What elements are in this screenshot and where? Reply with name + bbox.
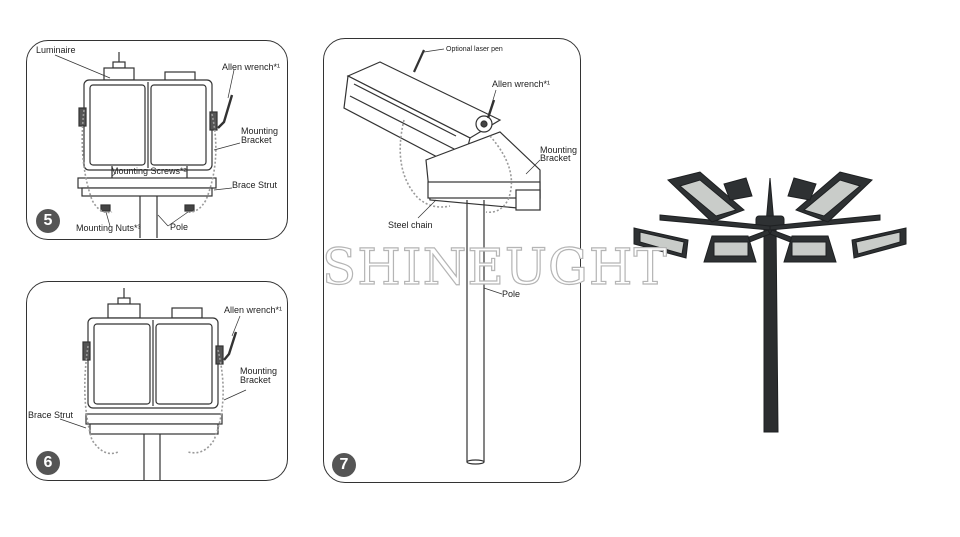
label-brace-strut: Brace Strut — [232, 180, 278, 190]
panel-7-leaders — [417, 48, 541, 295]
label-allen-wrench: Allen wrench*¹ — [224, 305, 283, 315]
label-pole: Pole — [170, 222, 189, 232]
label-mounting-bracket-line2: Bracket — [241, 135, 272, 145]
panel-5-chains — [81, 109, 217, 214]
panel-7-fixture — [343, 49, 541, 465]
panel-6-chains — [84, 345, 224, 455]
label-steel-chain: Steel chain — [388, 220, 433, 230]
label-pole: Pole — [502, 289, 521, 299]
label-mounting-bracket-line2: Bracket — [240, 375, 271, 385]
panel-5-fixture — [77, 52, 234, 238]
label-allen-wrench: Allen wrench*¹ — [492, 79, 551, 89]
pole-with-fixtures — [633, 171, 907, 433]
panel-6-leaders — [59, 315, 247, 429]
label-mounting-bracket-line1: Mounting — [240, 366, 278, 376]
label-luminaire: Luminaire — [36, 45, 76, 55]
label-brace-strut: Brace Strut — [28, 410, 74, 420]
step-number-7: 7 — [332, 453, 356, 477]
step-number-6: 6 — [36, 451, 60, 475]
label-optional-laser-pen: Optional laser pen — [446, 46, 503, 53]
label-mounting-bracket-line2: Bracket — [540, 153, 571, 163]
panel-7-chains — [399, 119, 513, 214]
label-allen-wrench: Allen wrench*¹ — [222, 62, 281, 72]
panel-6-fixture — [82, 288, 238, 481]
watermark-text: SHINEUGHT — [321, 237, 668, 296]
label-mounting-bracket-line1: Mounting — [241, 126, 279, 136]
step-number-5: 5 — [36, 209, 60, 233]
label-mounting-nuts: Mounting Nuts*³ — [76, 223, 141, 233]
label-mounting-bracket-line1: Mounting — [540, 145, 578, 155]
panel-5-leaders — [54, 54, 241, 227]
label-mounting-screws: Mounting Screws*² — [111, 166, 187, 176]
